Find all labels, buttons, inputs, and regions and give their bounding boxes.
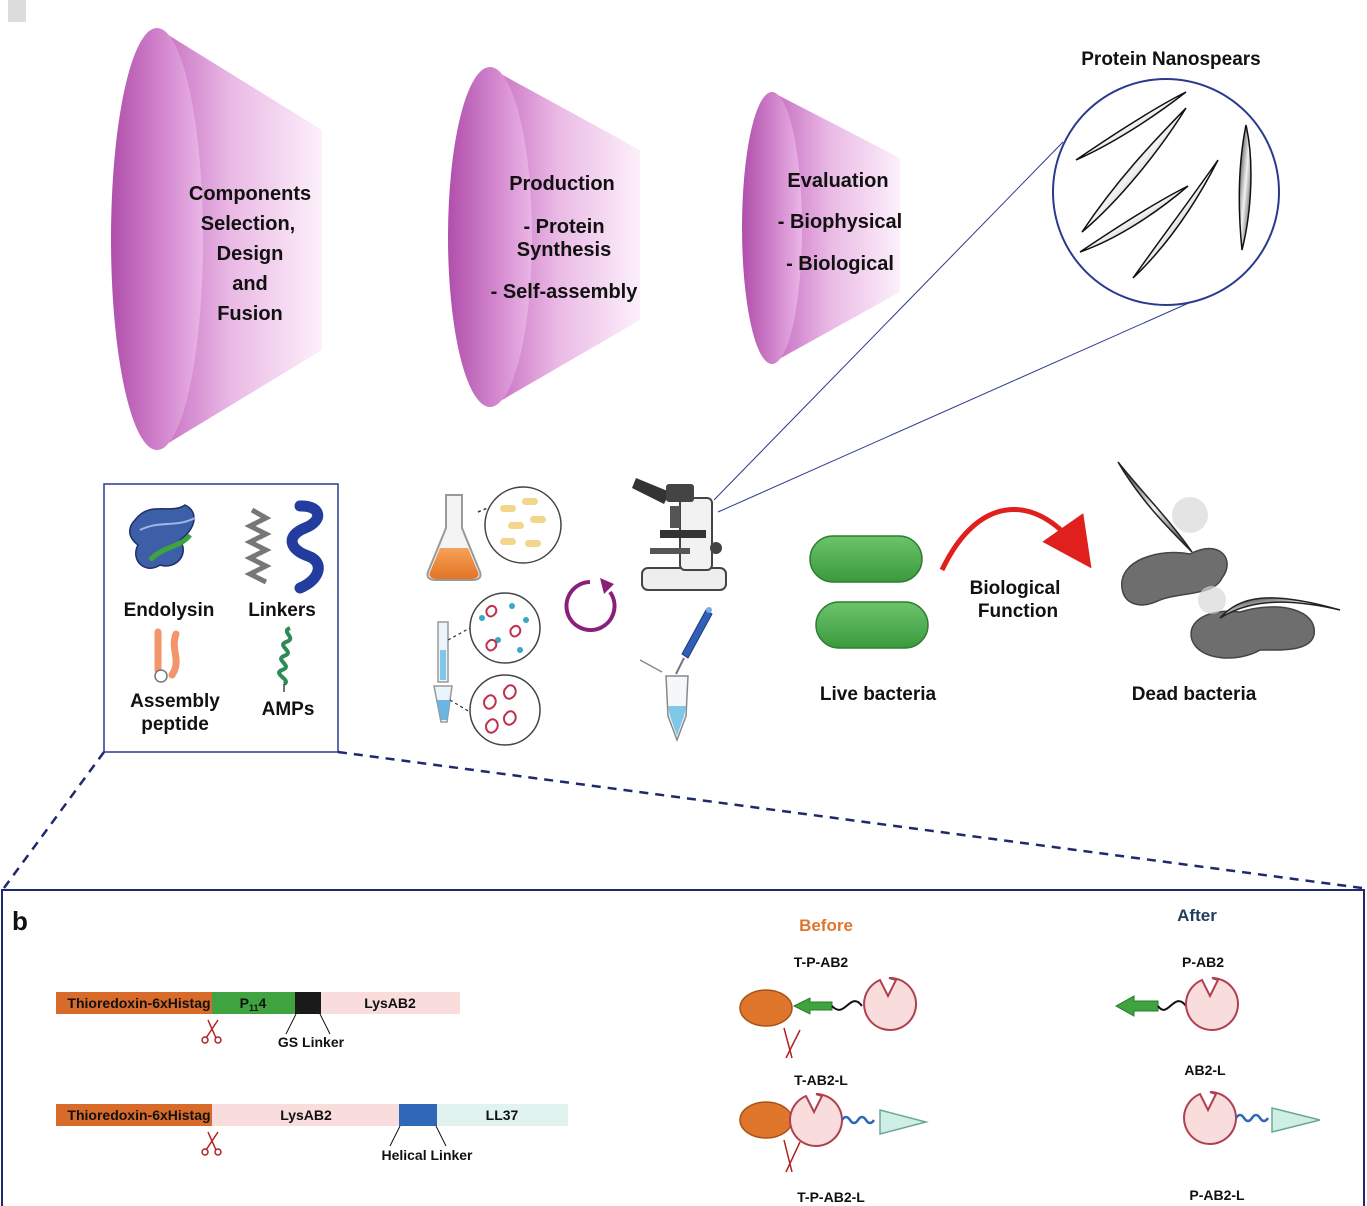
stage1-line-2: Selection,: [201, 213, 295, 235]
before-header: Before: [799, 916, 853, 935]
construct2-ll37-segment: [437, 1104, 568, 1126]
helical-linker-label: Helical Linker: [381, 1147, 473, 1163]
scissors-icon: [201, 1131, 222, 1156]
construct1-lys-segment: [321, 992, 460, 1014]
amps-label: AMPs: [262, 699, 315, 720]
stage1-line-3: Design: [217, 243, 284, 265]
stage1-line-5: Fusion: [217, 303, 283, 325]
construct1-p114-segment: [212, 992, 295, 1014]
after-label-1: P-AB2: [1182, 954, 1224, 970]
stage3-title: Evaluation: [787, 170, 888, 192]
linkers-label: Linkers: [248, 600, 316, 621]
construct1-gs-segment: [295, 992, 321, 1014]
construct-1: Thioredoxin-6xHistag P114 LysAB2 GS Link…: [56, 992, 460, 1050]
proteins-zoom-circle: [469, 592, 541, 664]
assembly-peptide-icon: [154, 628, 180, 683]
gs-linker-callout-left: [285, 1013, 297, 1035]
flask-icon: [426, 494, 482, 581]
dashed-connector-left: [2, 751, 106, 889]
before-label-3: T-P-AB2-L: [797, 1189, 865, 1205]
construct1-tag-label: Thioredoxin-6xHistag: [67, 995, 210, 1011]
eppendorf-tube-icon: [639, 659, 689, 743]
cone-stage-evaluation: Evaluation - Biophysical - Biological: [742, 92, 902, 364]
before-label-2: T-AB2-L: [794, 1072, 848, 1088]
construct2-helical-segment: [399, 1104, 437, 1126]
assembly-label-line-1: Assembly: [130, 691, 220, 712]
live-bacteria-label: Live bacteria: [820, 684, 937, 705]
before-construct-t-p-ab2: [739, 976, 918, 1059]
construct-2: Thioredoxin-6xHistag LysAB2 LL37 Helical…: [56, 1104, 568, 1163]
dashed-connector-right: [337, 750, 1363, 890]
nanospears-circle: [1052, 78, 1280, 306]
biological-function-arrow: [939, 507, 1092, 572]
amps-icon: [277, 626, 293, 692]
assembled-zoom-circle: [469, 674, 541, 746]
cone-stage-production: Production - Protein Synthesis - Self-as…: [448, 67, 640, 407]
stage3-line-1: - Biophysical: [778, 211, 902, 233]
endolysin-icon: [129, 504, 196, 569]
gs-linker-label: GS Linker: [278, 1034, 345, 1050]
stage2-title: Production: [509, 173, 615, 195]
pipette-icon: [675, 607, 713, 675]
construct2-tag-segment: [56, 1104, 212, 1126]
endolysin-label: Endolysin: [124, 600, 215, 621]
panel-b-label: b: [12, 906, 28, 936]
microscope-icon: [632, 478, 727, 591]
nanospears-title: Protein Nanospears: [1081, 49, 1261, 70]
corner-mark: [8, 0, 26, 22]
construct2-lys-label: LysAB2: [280, 1107, 332, 1123]
stage2-line-1: - Protein: [523, 216, 604, 238]
stage1-line-1: Components: [189, 183, 311, 205]
after-construct-ab2-l: [1183, 1091, 1321, 1145]
nanospear-attacking-2: [1219, 597, 1341, 619]
column-tube-icon: [433, 621, 453, 723]
construct2-lys-segment: [212, 1104, 399, 1126]
stage2-line-2: Synthesis: [517, 239, 611, 261]
after-header: After: [1177, 906, 1217, 925]
gs-linker-callout-right: [319, 1013, 331, 1035]
cone-stage-components: Components Selection, Design and Fusion: [111, 28, 322, 450]
after-label-2: AB2-L: [1184, 1062, 1226, 1078]
components-box: [103, 483, 339, 753]
scissors-icon: [201, 1019, 222, 1044]
construct2-ll37-label: LL37: [486, 1107, 519, 1123]
zoom-line-bottom: [717, 297, 1201, 513]
construct1-tag-segment: [56, 992, 212, 1014]
live-bacterium-2: [815, 601, 929, 649]
before-construct-t-ab2-l: [739, 1093, 929, 1173]
live-bacterium-1: [809, 535, 923, 583]
before-label-1: T-P-AB2: [794, 954, 849, 970]
panel-b-frame: [1, 889, 1365, 1206]
function-label-line-1: Biological: [970, 578, 1061, 599]
function-label-line-2: Function: [978, 601, 1058, 622]
construct1-p114-label: P114: [240, 995, 267, 1013]
stage3-line-2: - Biological: [786, 253, 894, 275]
after-construct-p-ab2: [1114, 977, 1239, 1031]
nanospear-attacking-1: [1117, 461, 1193, 553]
construct1-lys-label: LysAB2: [364, 995, 416, 1011]
dead-bacterium-2: [1190, 586, 1315, 659]
after-label-3: P-AB2-L: [1189, 1187, 1245, 1203]
assembly-label-line-2: peptide: [141, 714, 209, 735]
tube-zoom-line-1: [447, 627, 471, 641]
dead-bacterium-1: [1121, 497, 1228, 606]
construct2-tag-label: Thioredoxin-6xHistag: [67, 1107, 210, 1123]
tube-zoom-line-2: [449, 699, 471, 713]
linkers-icon: [244, 500, 324, 594]
zoom-line-top: [713, 141, 1064, 501]
stage1-line-4: and: [232, 273, 268, 295]
helical-linker-callout-right: [435, 1125, 447, 1147]
stage2-line-3: - Self-assembly: [491, 281, 639, 303]
cells-zoom-circle: [484, 486, 562, 564]
helical-linker-callout-left: [389, 1125, 401, 1147]
dead-bacteria-label: Dead bacteria: [1132, 684, 1257, 705]
cycle-arrow-icon: [564, 578, 617, 632]
